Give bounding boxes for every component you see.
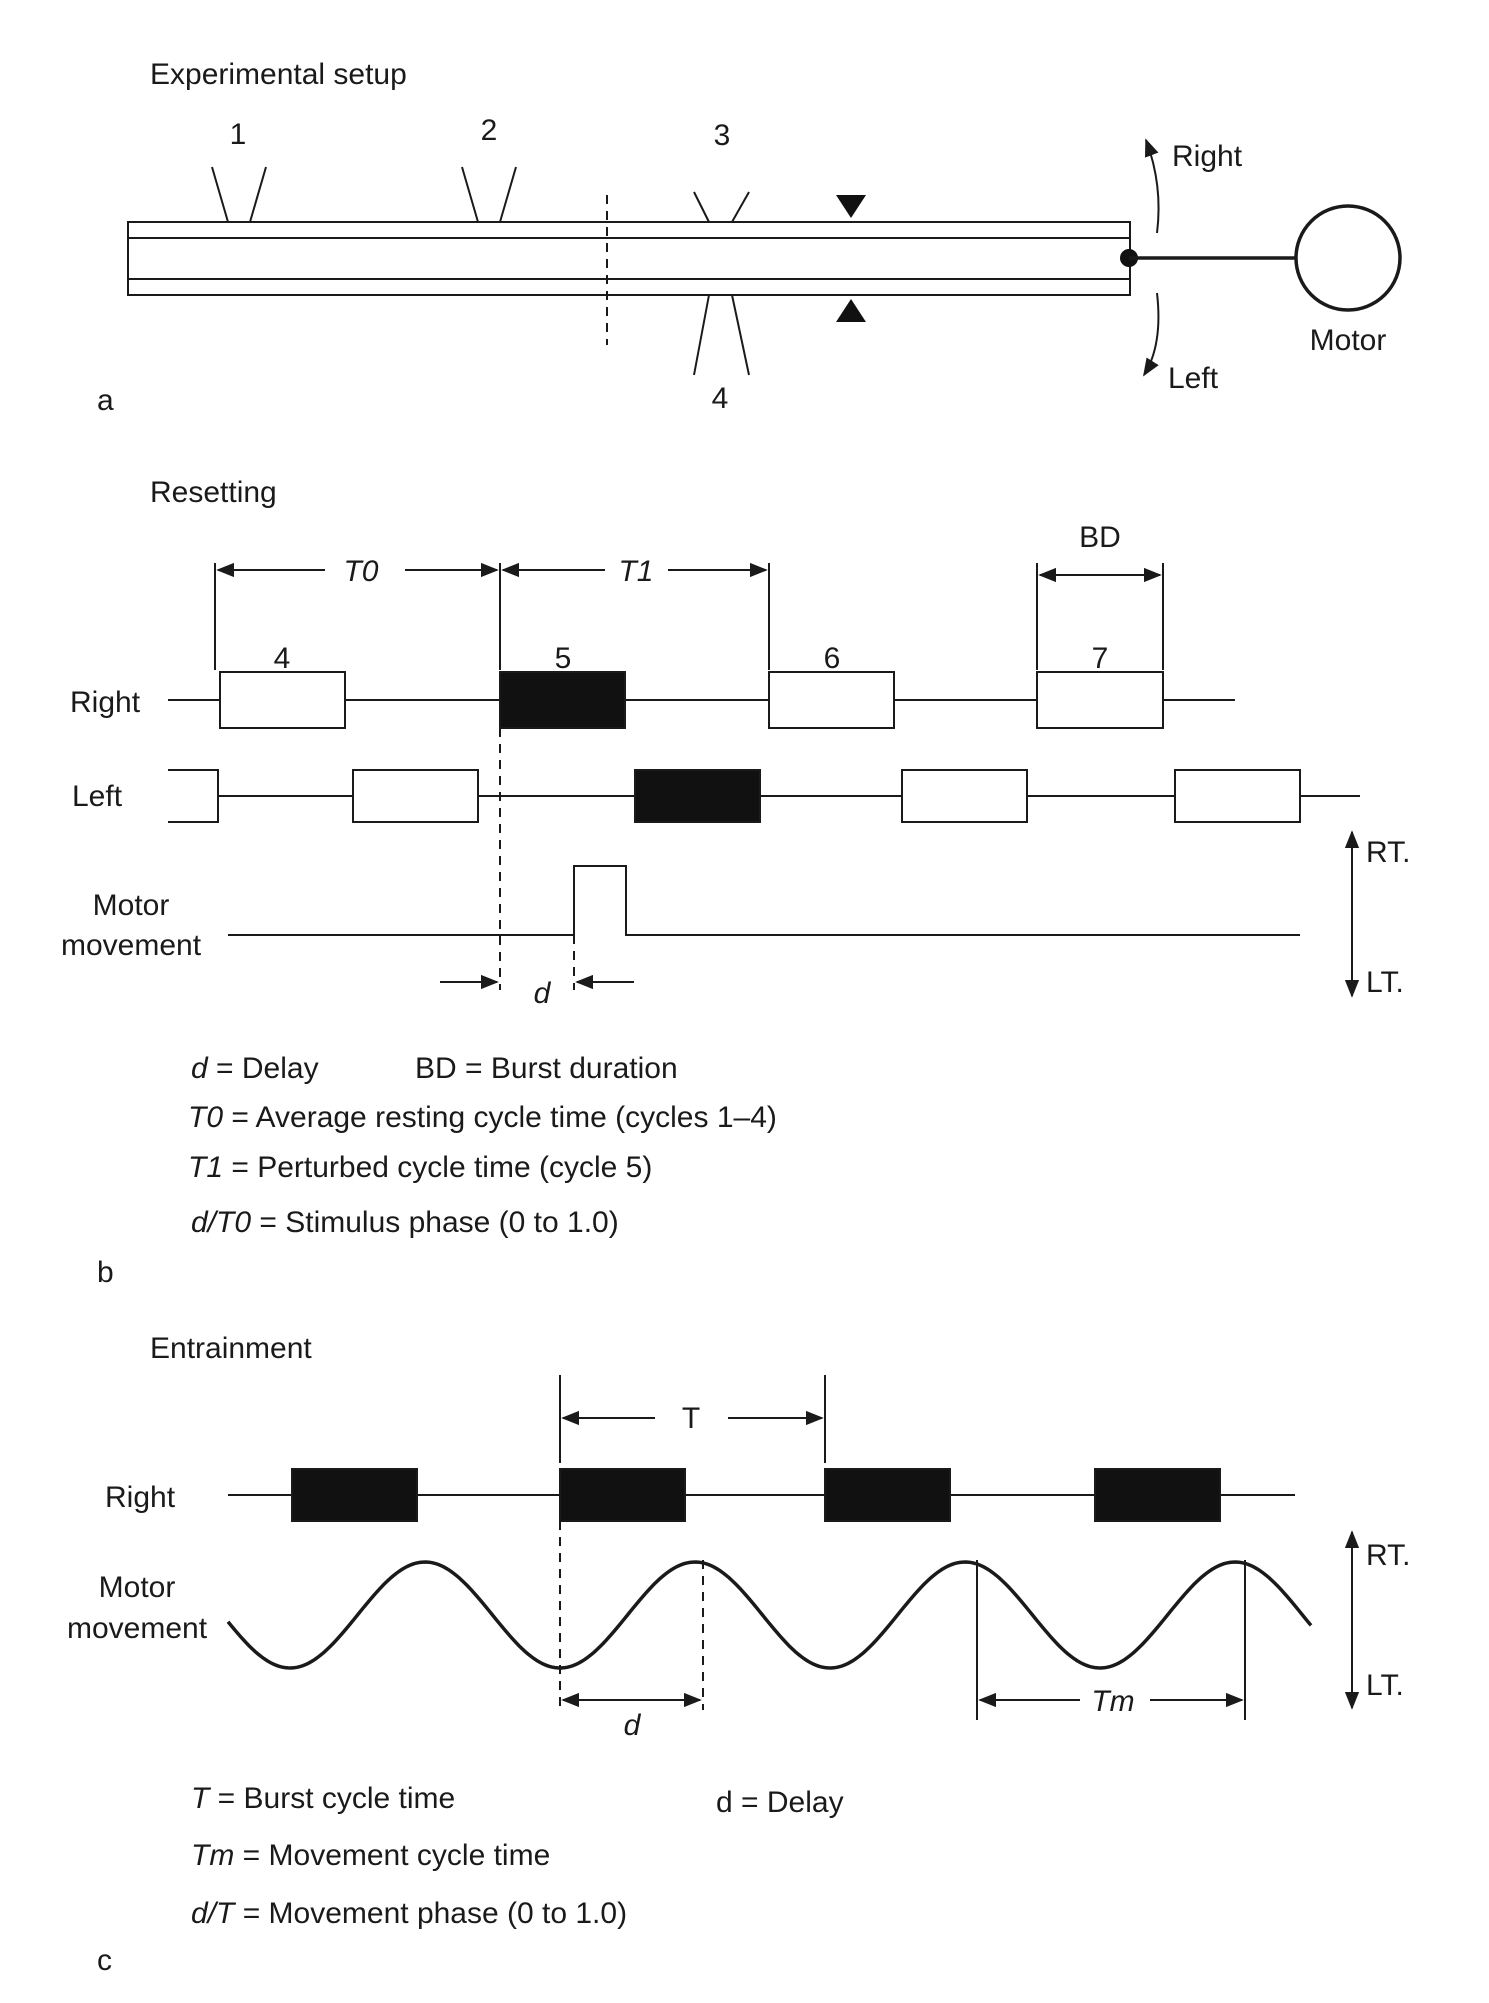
delay-label: d — [534, 977, 552, 1010]
row-motor-label-2: movement — [61, 929, 202, 962]
pin-top-icon — [836, 195, 866, 218]
axis-rt-label-c: RT. — [1366, 1539, 1410, 1572]
panel-b-title: Resetting — [150, 476, 277, 509]
row-motor-label-1: Motor — [93, 889, 170, 922]
burst-6-label: 6 — [824, 642, 841, 675]
axis-lt-label: LT. — [1366, 966, 1404, 999]
burst-7-label: 7 — [1092, 642, 1109, 675]
legend-b-phase: d/T0 = Stimulus phase (0 to 1.0) — [191, 1206, 619, 1239]
right-burst-c2 — [559, 1468, 686, 1522]
legend-c-tm: Tm = Movement cycle time — [191, 1839, 550, 1872]
panel-b-letter: b — [97, 1256, 114, 1289]
left-burst-4 — [1174, 769, 1301, 823]
right-burst-c4 — [1094, 1468, 1221, 1522]
axis-rt-label: RT. — [1366, 836, 1410, 869]
panel-a-letter: a — [97, 384, 114, 417]
preparation-strip — [127, 221, 1131, 296]
tm-label: Tm — [1091, 1685, 1134, 1718]
electrode-1: 1 — [211, 118, 267, 223]
arrow-right-icon — [1144, 138, 1160, 234]
panel-c: Entrainment T Right Motor movement d Tm … — [67, 1332, 1411, 1977]
right-burst-7 — [1036, 671, 1164, 729]
row-motor-label-c1: Motor — [99, 1571, 176, 1604]
arrow-left-icon — [1143, 292, 1160, 377]
panel-c-letter: c — [97, 1944, 112, 1977]
t1-label: T1 — [618, 555, 653, 588]
legend-b-delay: d = Delay — [191, 1052, 319, 1085]
panel-b: Resetting T0 T1 BD Right 4 5 6 7 Left — [61, 476, 1411, 1289]
legend-c-t: T = Burst cycle time — [191, 1782, 455, 1815]
bd-label: BD — [1079, 521, 1121, 554]
right-burst-4 — [219, 671, 346, 729]
row-motor-label-c2: movement — [67, 1612, 208, 1645]
legend-b-bd: BD = Burst duration — [415, 1052, 678, 1085]
electrode-4: 4 — [693, 294, 750, 415]
panel-c-title: Entrainment — [150, 1332, 312, 1365]
panel-b-legend: d = Delay BD = Burst duration T0 = Avera… — [188, 1052, 777, 1239]
motor-sine-trace — [226, 1560, 1313, 1670]
legend-b-t0: T0 = Average resting cycle time (cycles … — [188, 1101, 777, 1134]
legend-b-t1: T1 = Perturbed cycle time (cycle 5) — [188, 1151, 652, 1184]
right-burst-c1 — [291, 1468, 418, 1522]
left-burst-2-perturbed — [634, 769, 761, 823]
t-label: T — [682, 1402, 700, 1435]
axis-lt-label-c: LT. — [1366, 1669, 1404, 1702]
burst-5-label: 5 — [555, 642, 572, 675]
row-right-label-c: Right — [105, 1481, 176, 1514]
delay-label-c: d — [624, 1709, 642, 1742]
electrode-3-label: 3 — [714, 119, 731, 152]
electrode-2-label: 2 — [481, 114, 498, 147]
electrode-1-label: 1 — [230, 118, 247, 151]
right-burst-6 — [768, 671, 895, 729]
t0-label: T0 — [343, 555, 378, 588]
electrode-4-label: 4 — [712, 382, 729, 415]
row-right-label: Right — [70, 686, 141, 719]
pin-bottom-icon — [836, 299, 866, 322]
panel-a-title: Experimental setup — [150, 58, 407, 91]
right-burst-c3 — [824, 1468, 951, 1522]
left-burst-partial — [168, 769, 219, 823]
legend-c-phase: d/T = Movement phase (0 to 1.0) — [191, 1897, 627, 1930]
direction-left-label: Left — [1168, 362, 1219, 395]
motor-label: Motor — [1310, 324, 1387, 357]
row-left-label: Left — [72, 780, 123, 813]
left-burst-3 — [901, 769, 1028, 823]
motor-icon — [1294, 204, 1402, 312]
electrode-2: 2 — [461, 114, 517, 223]
electrode-3: 3 — [693, 119, 750, 223]
motor-trace — [228, 865, 1300, 936]
panel-a: Experimental setup 1 2 3 4 — [97, 58, 1402, 417]
right-burst-5-perturbed — [499, 671, 626, 729]
burst-4-label: 4 — [274, 642, 291, 675]
direction-right-label: Right — [1172, 140, 1243, 173]
legend-c-delay: d = Delay — [716, 1786, 844, 1819]
left-burst-1 — [352, 769, 479, 823]
panel-c-legend: T = Burst cycle time d = Delay Tm = Move… — [191, 1782, 844, 1930]
